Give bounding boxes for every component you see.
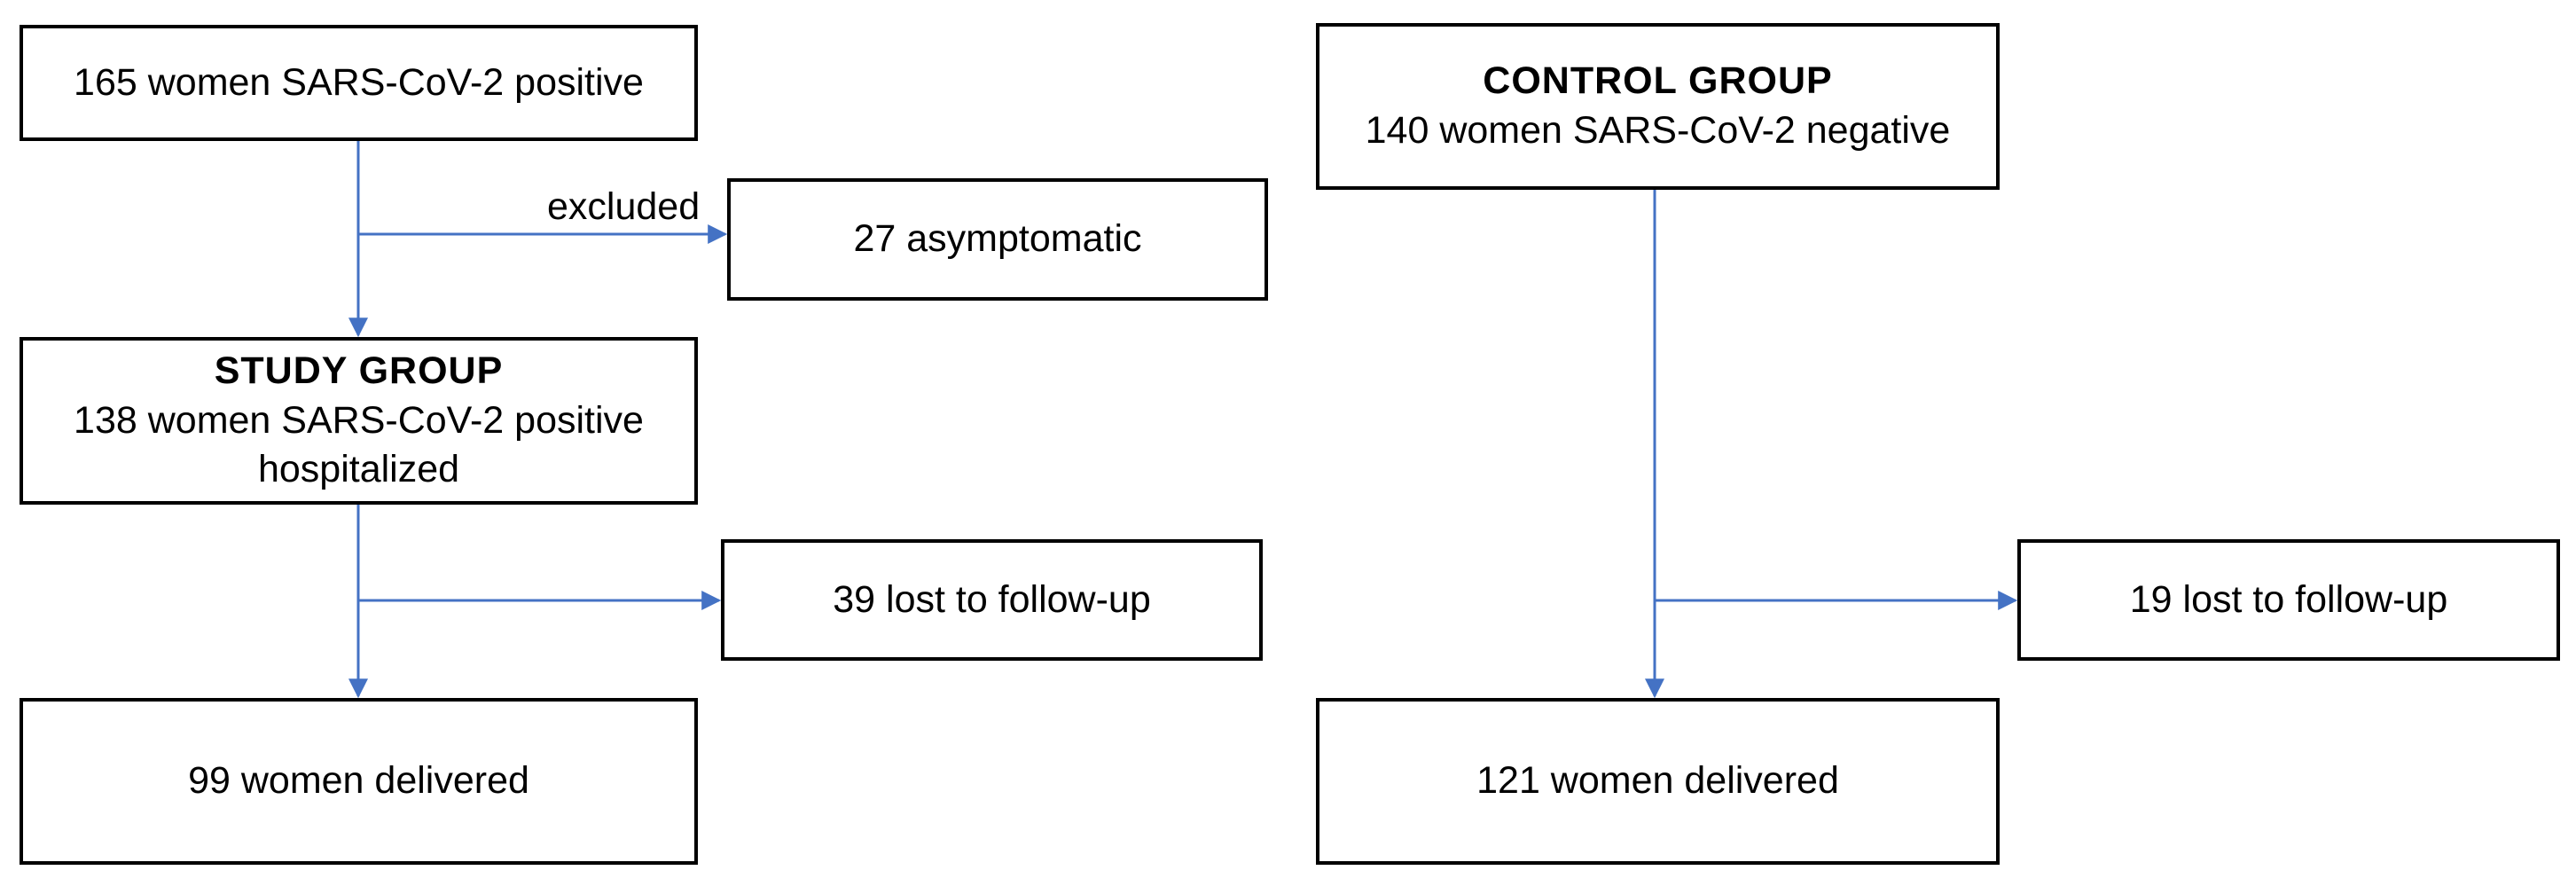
initial-positive-text: 165 women SARS-CoV-2 positive: [74, 60, 644, 104]
excluded-box: 27 asymptomatic: [727, 178, 1268, 301]
control-lost-text: 19 lost to follow-up: [2129, 577, 2448, 621]
initial-positive-box: 165 women SARS-CoV-2 positive: [20, 25, 698, 141]
control-lost-box: 19 lost to follow-up: [2017, 539, 2560, 661]
study-group-line1: 138 women SARS-CoV-2 positive: [74, 398, 644, 442]
study-delivered-box: 99 women delivered: [20, 698, 698, 865]
excluded-text: 27 asymptomatic: [853, 217, 1142, 261]
study-group-box: STUDY GROUP 138 women SARS-CoV-2 positiv…: [20, 337, 698, 505]
control-group-box: CONTROL GROUP 140 women SARS-CoV-2 negat…: [1316, 23, 2000, 190]
study-lost-text: 39 lost to follow-up: [833, 577, 1151, 621]
study-group-line2: hospitalized: [257, 448, 460, 491]
excluded-label: excluded: [547, 185, 701, 228]
study-lost-box: 39 lost to follow-up: [721, 539, 1263, 661]
study-delivered-text: 99 women delivered: [188, 759, 529, 803]
control-group-title: CONTROL GROUP: [1483, 59, 1833, 103]
control-group-line1: 140 women SARS-CoV-2 negative: [1365, 109, 1951, 152]
control-delivered-box: 121 women delivered: [1316, 698, 2000, 865]
control-delivered-text: 121 women delivered: [1476, 759, 1839, 803]
study-group-title: STUDY GROUP: [214, 349, 504, 392]
